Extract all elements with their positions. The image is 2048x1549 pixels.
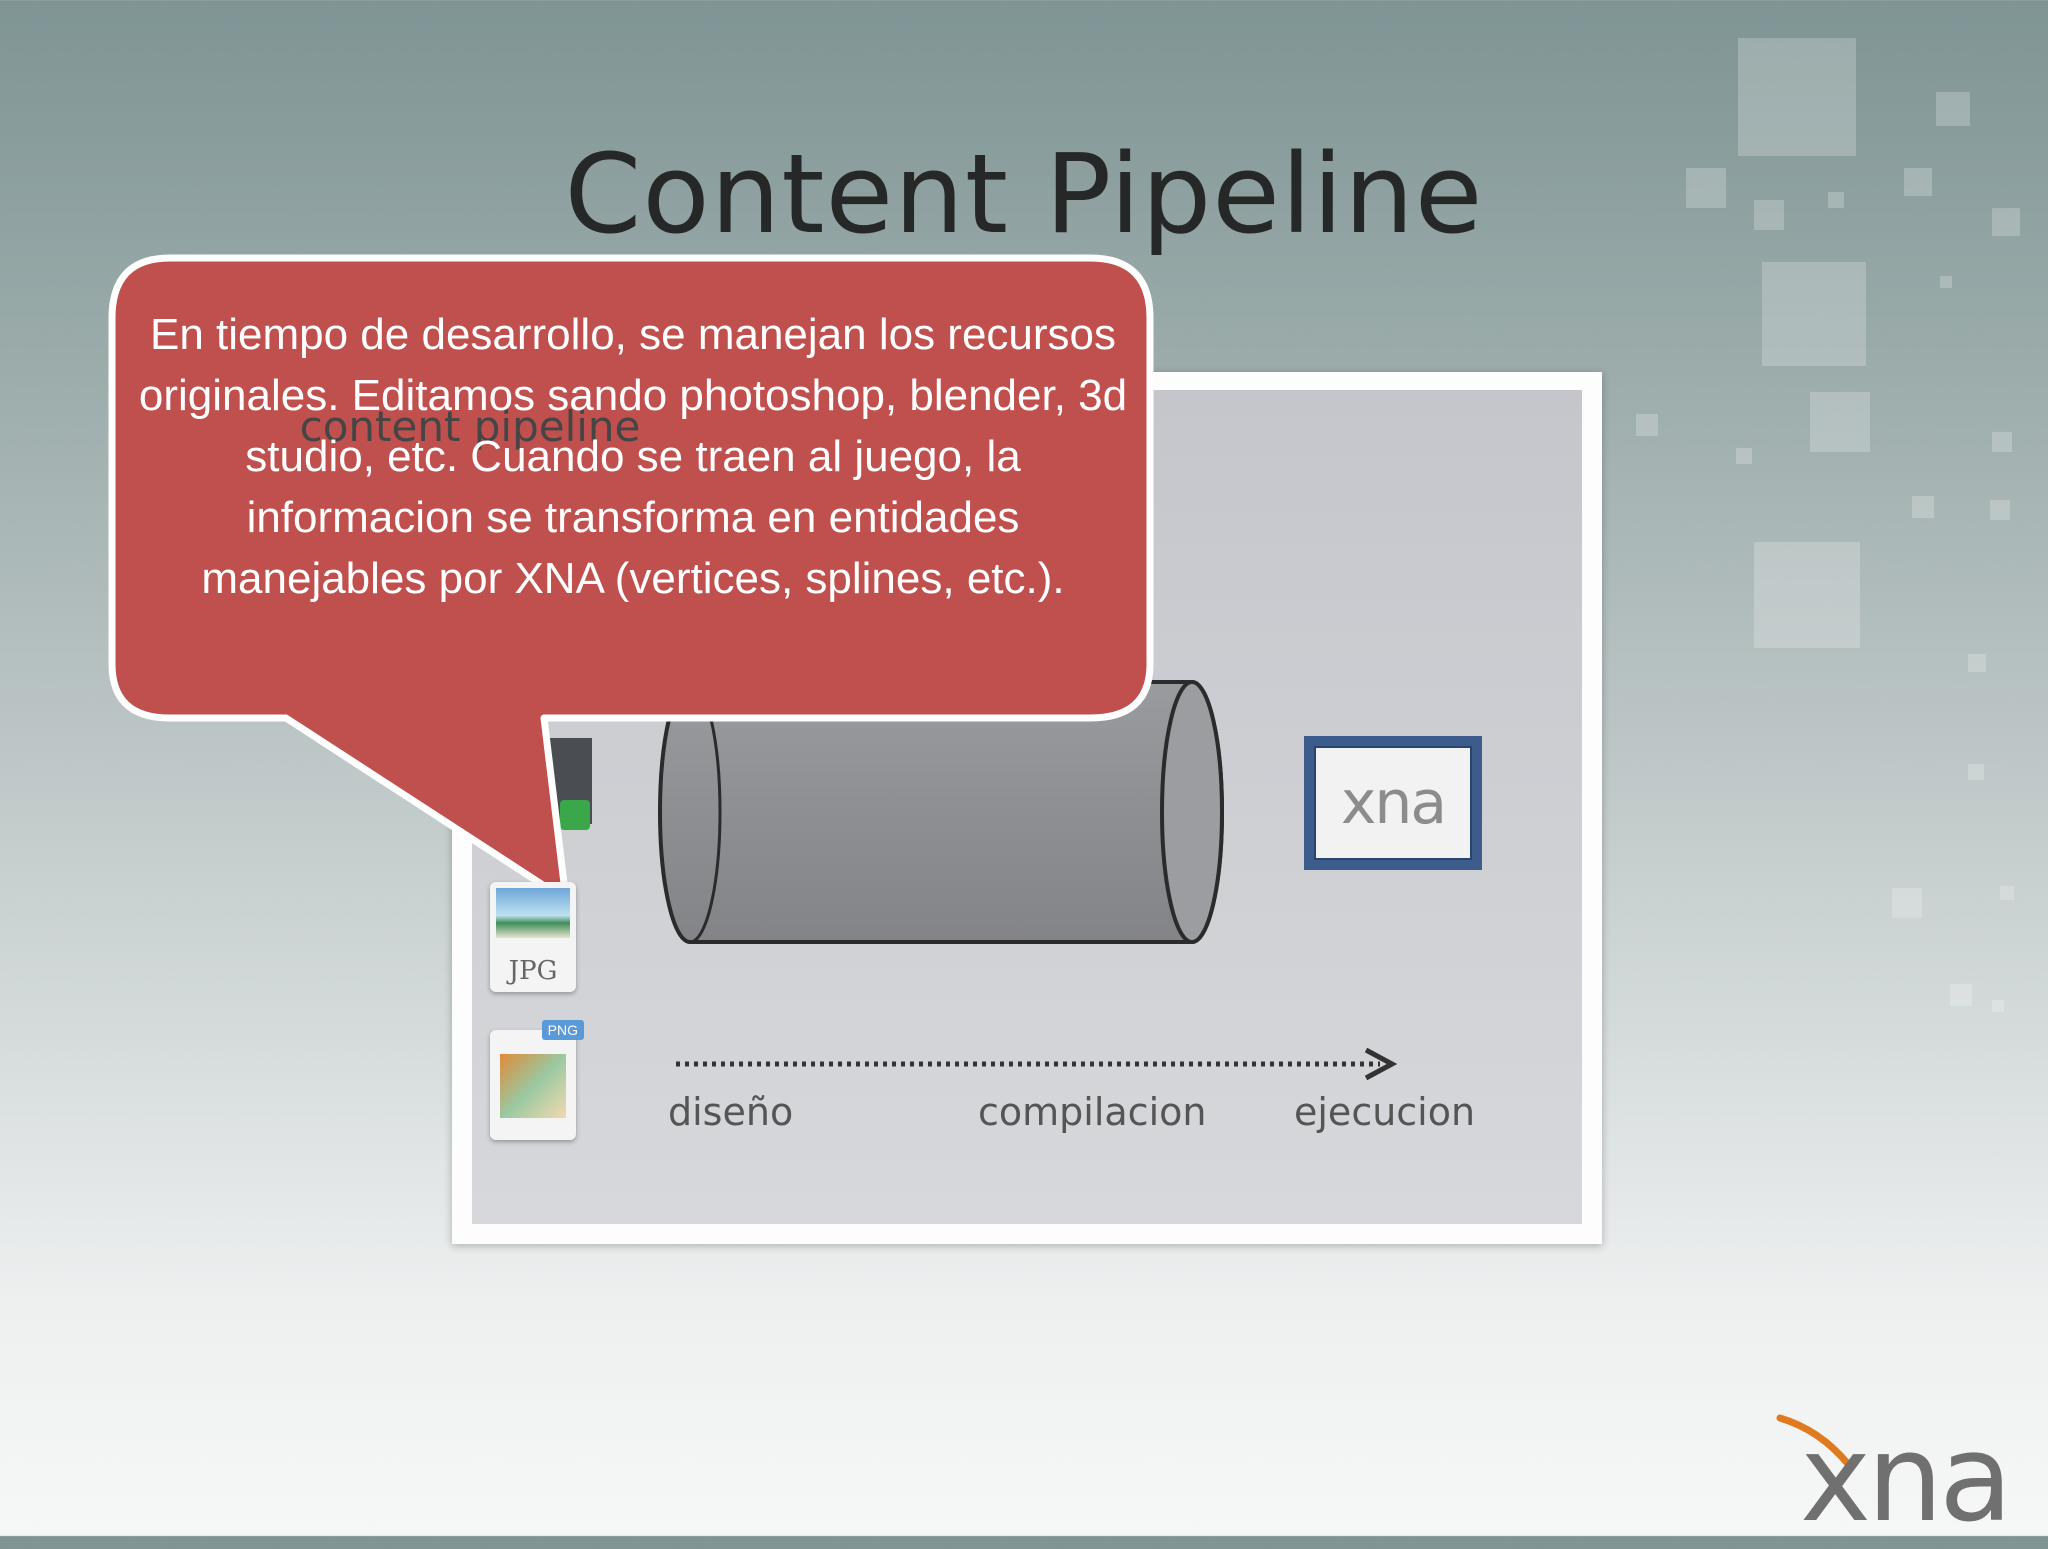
stage-label-ejecucion: ejecucion <box>1294 1090 1476 1134</box>
xna-runtime-box: xna <box>1304 736 1482 870</box>
callout-text: En tiempo de desarrollo, se manejan los … <box>138 310 1128 603</box>
slide-title: Content Pipeline <box>564 130 1484 258</box>
png-file-badge: PNG <box>541 1020 584 1040</box>
jpg-file-label: JPG <box>508 956 558 986</box>
xna-logo-swoosh-icon <box>1776 1414 1852 1468</box>
xna-runtime-label: xna <box>1340 768 1447 838</box>
png-file-icon: PNG <box>490 1020 584 1140</box>
stage-label-compilacion: compilacion <box>978 1090 1207 1134</box>
jpg-file-icon: JPG <box>490 882 576 992</box>
stage-label-diseno: diseño <box>668 1090 794 1134</box>
xna-logo: xna <box>1800 1410 2013 1549</box>
callout-bubble <box>108 254 1154 904</box>
pipeline-cylinder-end <box>1160 680 1224 944</box>
pipeline-cylinder-label: content pipeline <box>299 402 641 451</box>
